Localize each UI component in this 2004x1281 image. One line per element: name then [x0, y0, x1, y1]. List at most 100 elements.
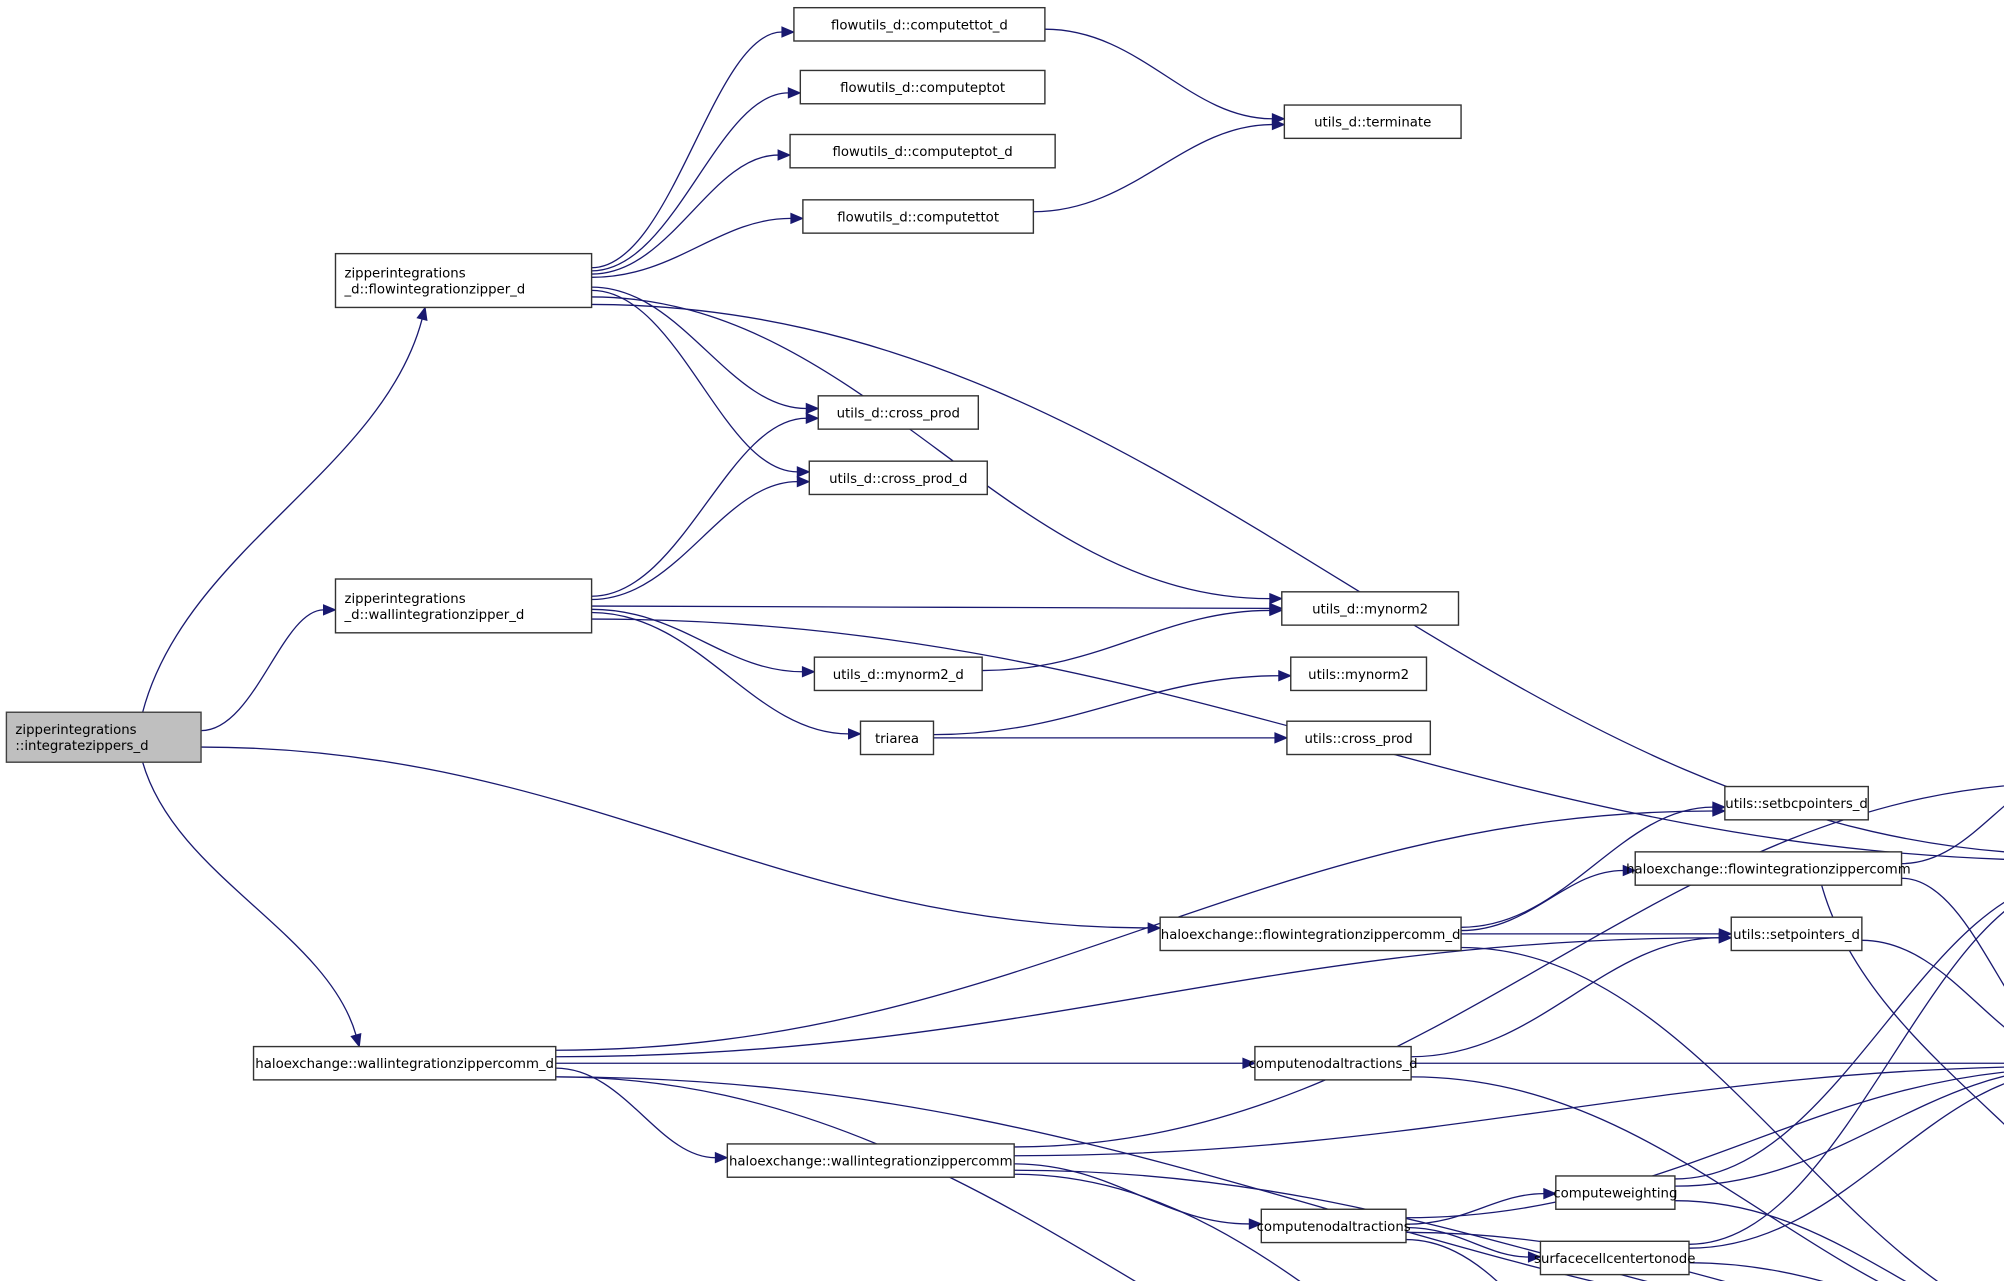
edge-wallzip-d-to-mynorm2-dmod [591, 602, 1284, 615]
node-triarea[interactable]: triarea [859, 720, 935, 756]
node-box [5, 711, 202, 763]
node-terminate[interactable]: utils_d::terminate [1283, 104, 1462, 140]
edge-halo-wall-to-setpointers [1014, 1066, 2004, 1157]
arrowhead-icon [1274, 732, 1289, 744]
node-box [799, 69, 1046, 105]
node-label: flowutils_d::computettot [837, 210, 999, 225]
node-halo-wall-d[interactable]: haloexchange::wallintegrationzippercomm_… [252, 1045, 557, 1081]
arrowhead-icon [350, 1032, 362, 1048]
node-setpointers-d[interactable]: utils::setpointers_d [1730, 916, 1863, 952]
node-u-mynorm2[interactable]: utils::mynorm2 [1290, 656, 1428, 692]
edge-line [201, 746, 1149, 929]
edge-flowzip-d-to-cross-prod-d-mod [591, 286, 820, 415]
edge-line [1861, 939, 2004, 1028]
node-halo-flow[interactable]: haloexchange::flowintegrationzippercomm [1626, 851, 1911, 886]
arrowhead-icon [787, 87, 802, 99]
arrowhead-icon [1271, 118, 1286, 131]
node-box [808, 460, 988, 496]
node-u-cross-prod[interactable]: utils::cross_prod [1286, 720, 1432, 756]
edge-line [1014, 1066, 2004, 1157]
edge-line [1688, 1083, 2004, 1249]
edge-line [591, 289, 798, 473]
node-box [252, 1045, 557, 1081]
node-label: utils_d::terminate [1314, 116, 1431, 131]
node-computeptot[interactable]: flowutils_d::computeptot [799, 69, 1046, 105]
node-label: haloexchange::wallintegrationzippercomm_… [255, 1057, 554, 1072]
edge-line [591, 154, 779, 275]
node-box [1283, 104, 1462, 140]
edge-line [1014, 785, 2004, 1148]
node-cnt-d[interactable]: computenodaltractions_d [1248, 1045, 1418, 1081]
node-label: zipperintegrations [344, 592, 465, 607]
edge-flowzip-d-to-computeptot-d [591, 149, 792, 275]
node-cross-prod-d-mod[interactable]: utils_d::cross_prod [817, 395, 980, 430]
edge-cnt-to-iswalltype [1405, 1238, 1498, 1281]
edge-line [142, 762, 357, 1036]
node-box [1159, 916, 1462, 952]
edge-line [1411, 937, 1720, 1058]
edge-line [1014, 1173, 1301, 1281]
node-box [1730, 916, 1863, 952]
edge-line [1411, 1076, 1879, 1281]
edge-line [1688, 1262, 1824, 1281]
edge-line [591, 296, 1270, 600]
edge-line [555, 1067, 716, 1159]
node-box [334, 578, 593, 634]
edge-line [1405, 1238, 1498, 1281]
node-label: zipperintegrations [344, 267, 465, 282]
arrowhead-icon [805, 412, 820, 425]
node-cross-prod-d-d[interactable]: utils_d::cross_prod_d [808, 460, 988, 496]
edge-line [1014, 1169, 1648, 1281]
edge-line [1461, 946, 1939, 1281]
edge-cnt-d-to-echk [1411, 1076, 1879, 1281]
node-computeptot-d[interactable]: flowutils_d::computeptot_d [789, 133, 1056, 169]
edge-flowzip-d-to-mynorm2-dmod [591, 296, 1284, 605]
node-computettot-d[interactable]: flowutils_d::computettot_d [793, 6, 1046, 42]
edge-line [1901, 805, 2004, 865]
node-label: utils_d::mynorm2_d [833, 668, 964, 683]
arrowhead-icon [781, 26, 796, 38]
edge-computettot-d-to-terminate [1044, 28, 1286, 125]
edges-layer [142, 26, 2004, 1281]
edge-mynorm2-d-to-mynorm2-dmod [982, 604, 1284, 672]
node-mynorm2-dmod[interactable]: utils_d::mynorm2 [1281, 591, 1460, 626]
arrowhead-icon [1527, 1251, 1542, 1263]
edge-line [1405, 1192, 1544, 1225]
node-label: computenodaltractions [1257, 1220, 1411, 1235]
node-flowzip-d[interactable]: zipperintegrations_d::flowintegrationzip… [334, 252, 593, 309]
edge-line [591, 286, 807, 410]
edge-halo-flow-to-setpointers [1901, 877, 2004, 987]
arrowhead-icon [1712, 805, 1727, 817]
node-setbcpointers-d[interactable]: utils::setbcpointers_d [1724, 785, 1869, 821]
node-computeweighting[interactable]: computeweighting [1553, 1175, 1677, 1210]
node-mynorm2-d[interactable]: utils_d::mynorm2_d [813, 656, 983, 692]
edge-scctn-to-faminlist [1688, 911, 2004, 1245]
edge-cnt-to-scctn [1405, 1226, 1542, 1263]
node-wallzip-d[interactable]: zipperintegrations_d::wallintegrationzip… [334, 578, 593, 634]
node-root[interactable]: zipperintegrations::integratezippers_d [5, 711, 202, 763]
node-halo-wall[interactable]: haloexchange::wallintegrationzippercomm [726, 1143, 1015, 1178]
node-scctn[interactable]: surfacecellcentertonode [1534, 1240, 1695, 1276]
arrowhead-icon [796, 475, 811, 488]
arrowhead-icon [714, 1151, 729, 1164]
arrowhead-icon [805, 402, 820, 415]
node-box [1290, 656, 1428, 692]
edge-scctn-to-echk [1688, 1262, 1824, 1281]
edge-flowzip-d-to-computettot [591, 212, 805, 278]
node-computettot[interactable]: flowutils_d::computettot [802, 199, 1035, 234]
node-halo-flow-d[interactable]: haloexchange::flowintegrationzippercomm_… [1159, 916, 1462, 952]
node-cnt[interactable]: computenodaltractions [1257, 1208, 1411, 1244]
edge-root-to-halo-wall-d [142, 762, 362, 1048]
edge-halo-wall-to-setbcpointers [1014, 785, 2004, 1148]
edge-root-to-flowzip-d [142, 306, 428, 713]
edge-wallzip-d-to-cross-prod-d-d [591, 475, 811, 601]
edge-halo-wall-d-to-cnt-d [555, 1057, 1257, 1069]
arrowhead-icon [848, 728, 862, 740]
node-label: flowutils_d::computeptot [840, 81, 1005, 96]
arrowhead-icon [1622, 864, 1637, 877]
node-label: computeweighting [1553, 1187, 1677, 1202]
arrowhead-icon [1543, 1187, 1558, 1200]
edge-halo-wall-d-to-setbcpointers-d [555, 805, 1727, 1051]
edge-line [1821, 884, 2004, 1125]
